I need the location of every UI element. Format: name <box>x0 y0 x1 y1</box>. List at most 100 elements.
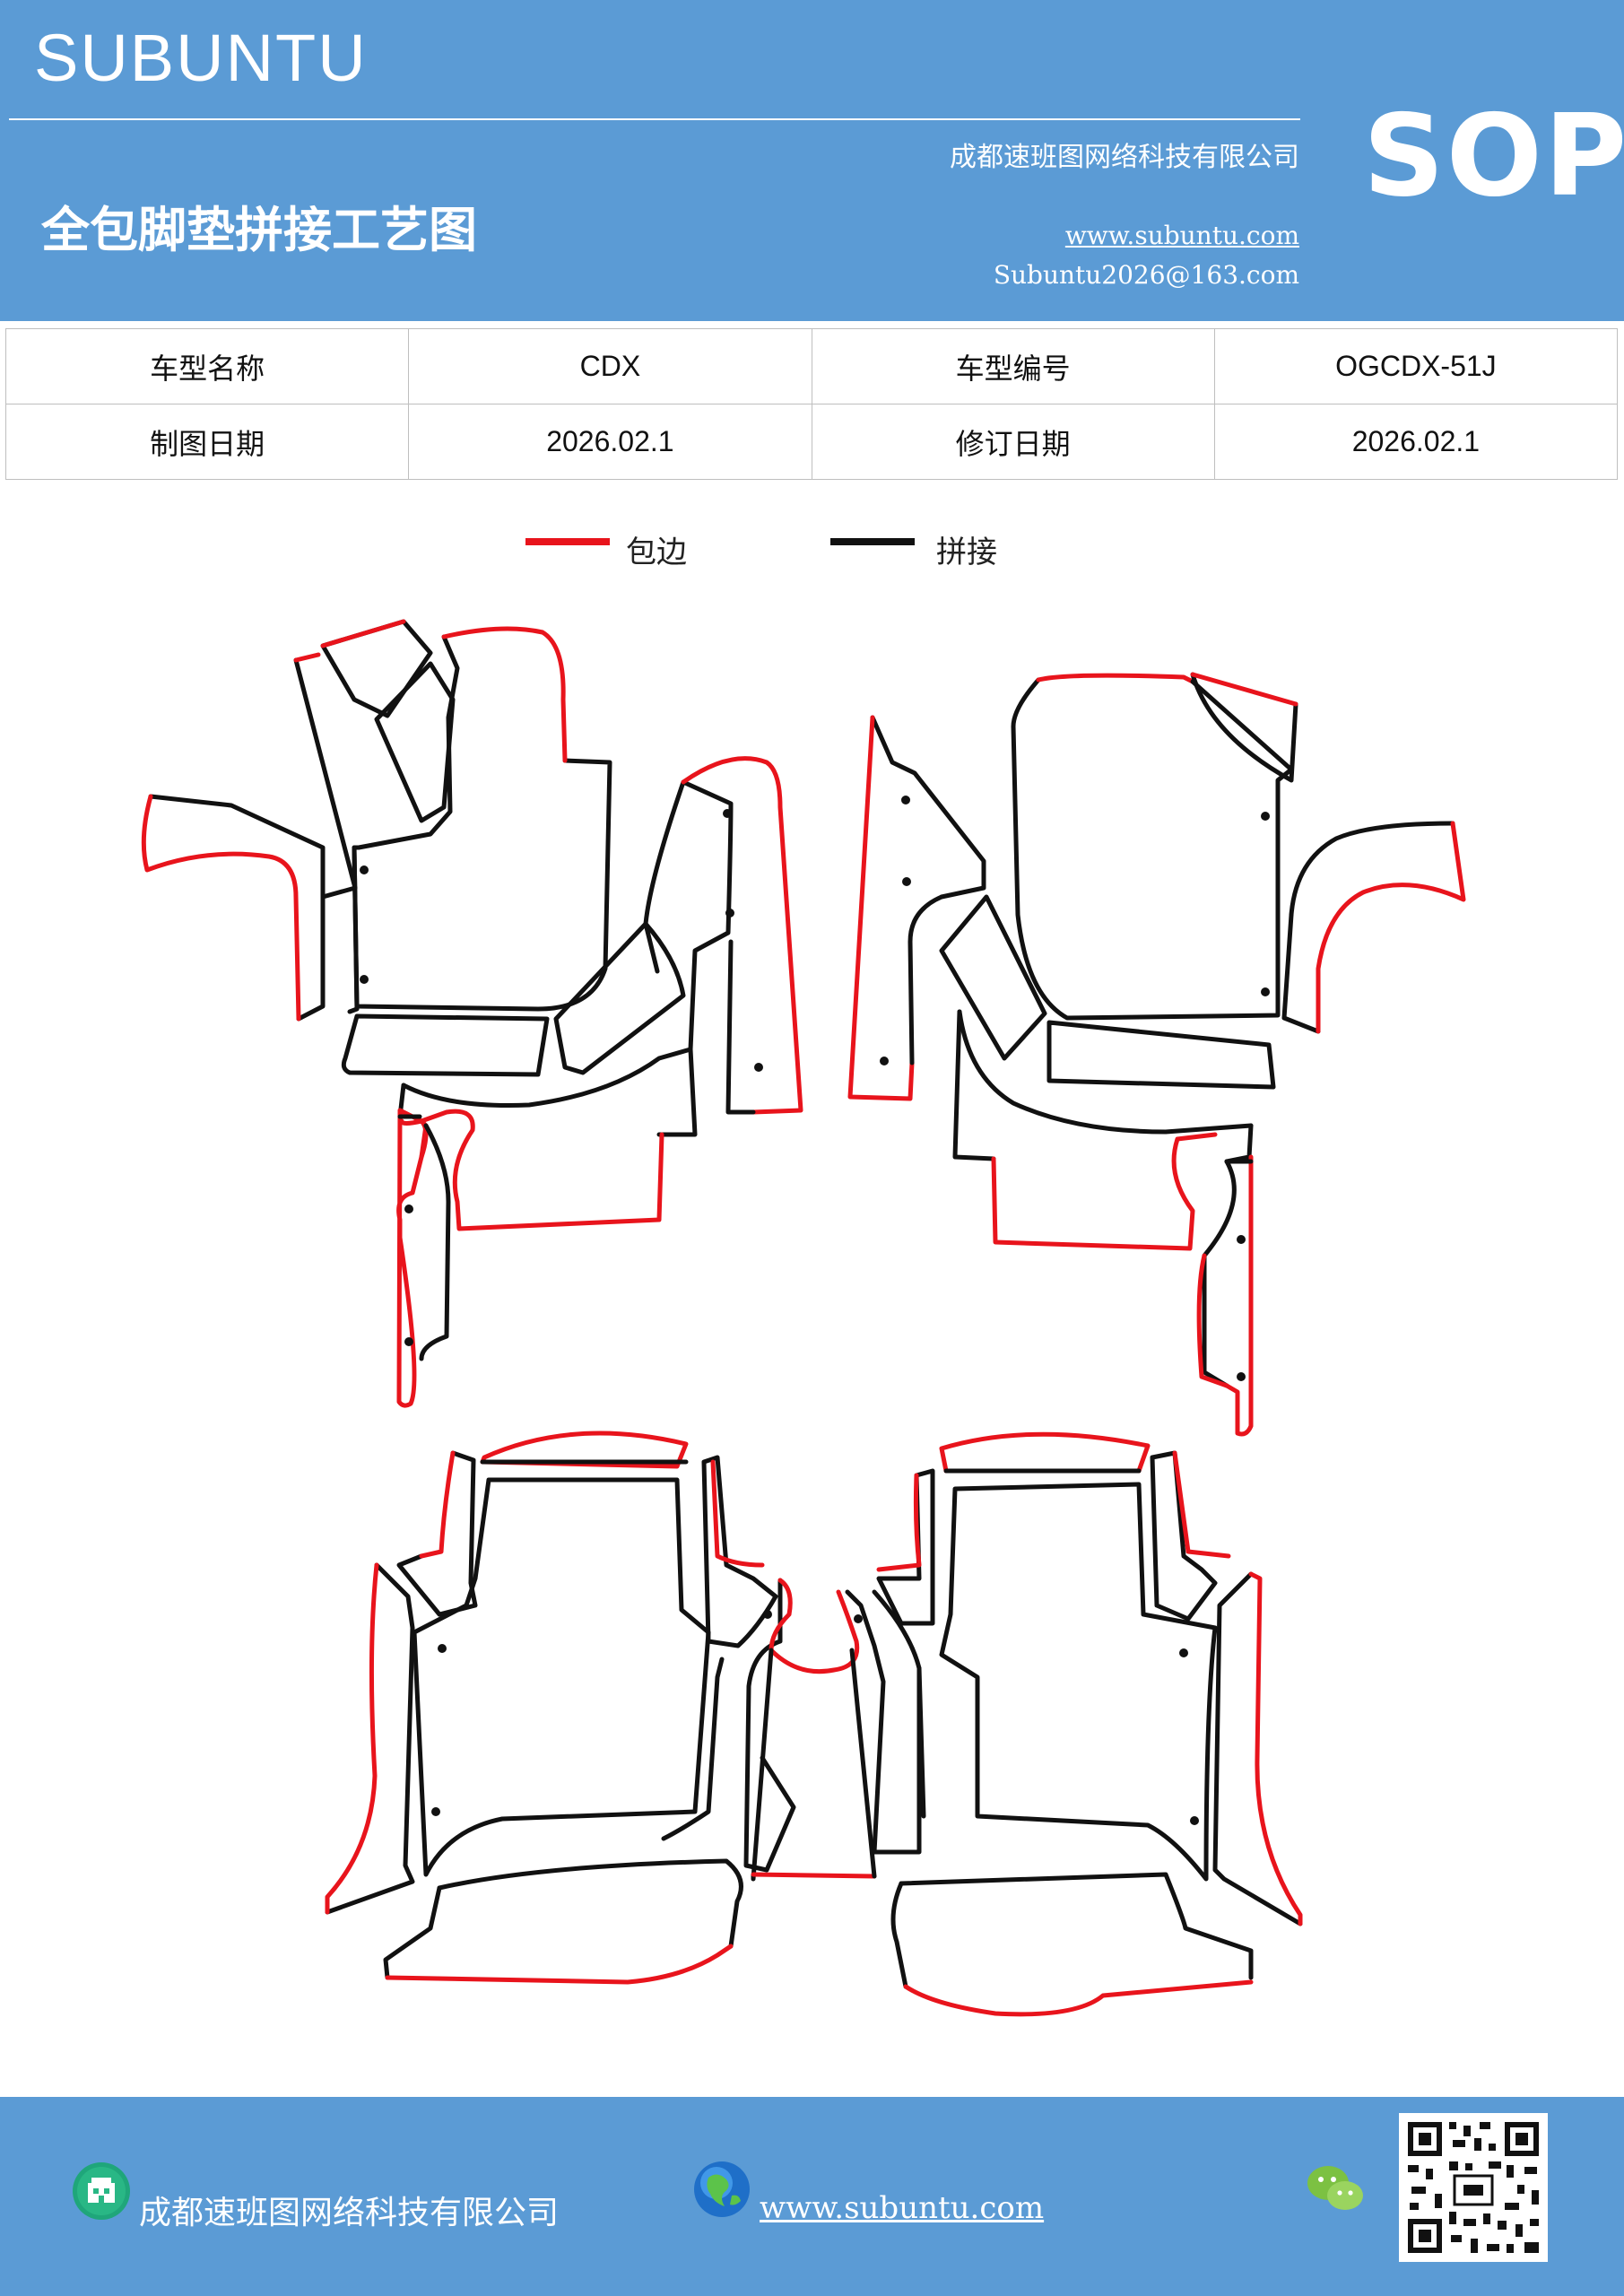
fixing-hole <box>854 1614 863 1623</box>
document-title: 全包脚垫拼接工艺图 <box>41 201 477 258</box>
edging-swatch <box>525 538 610 545</box>
edging-edge <box>1316 821 1466 1034</box>
brand-name: SUBUNTU <box>34 21 368 95</box>
edging-edge <box>939 1431 1151 1474</box>
model-code-label: 车型编号 <box>811 328 1215 404</box>
splice-edge <box>876 1468 935 1626</box>
splice-edge <box>1289 821 1455 918</box>
splice-edge <box>952 1009 996 1161</box>
wechat-icon[interactable] <box>1306 2163 1365 2215</box>
edging-edge <box>1036 673 1195 684</box>
splice-edge <box>899 1872 1254 1980</box>
splice-edge <box>374 661 456 823</box>
fixing-hole <box>1261 987 1270 996</box>
splice-edge <box>643 779 734 1052</box>
splice-edge <box>743 1578 796 1873</box>
splice-edge <box>939 1482 1218 1882</box>
rear-right-mat <box>845 1431 1303 2017</box>
edging-edge <box>847 715 915 1101</box>
fixing-hole <box>438 1644 447 1653</box>
splice-edge <box>890 1881 908 1989</box>
footer-website-link[interactable]: www.subuntu.com <box>760 2190 1045 2226</box>
website-link[interactable]: www.subuntu.com <box>1064 221 1299 250</box>
edging-edge <box>441 626 568 763</box>
company-name: 成都速班图网络科技有限公司 <box>950 142 1299 173</box>
fixing-hole <box>1237 1372 1246 1381</box>
model-name-label: 车型名称 <box>4 328 410 404</box>
splice-edge <box>553 921 686 1075</box>
edging-edge <box>325 1562 379 1915</box>
revise-date-value: 2026.02.1 <box>1213 404 1619 480</box>
splice-edge <box>437 1858 743 1949</box>
edging-edge <box>991 1132 1218 1251</box>
splice-edge <box>1190 672 1298 783</box>
splice-edge <box>419 1123 451 1361</box>
splice-edge <box>1011 677 1294 1021</box>
revise-date-label: 修订日期 <box>811 404 1215 480</box>
fixing-hole <box>880 1057 889 1065</box>
model-name-value: CDX <box>408 328 812 404</box>
edging-edge <box>710 1459 765 1568</box>
fixing-hole <box>763 1610 772 1619</box>
fixing-hole <box>360 975 369 984</box>
table-row: 车型名称 CDX 车型编号 OGCDX-51J <box>4 328 1619 404</box>
table-row: 制图日期 2026.02.1 修订日期 2026.02.1 <box>4 404 1619 480</box>
splice-edge <box>870 715 986 900</box>
edging-edge <box>419 1109 664 1231</box>
splice-edge <box>701 1455 778 1648</box>
edging-edge <box>1248 1571 1303 1926</box>
legend-edging: 包边 <box>525 527 705 570</box>
edging-edge <box>681 756 803 1115</box>
splice-edge <box>1281 912 1321 1034</box>
splice-edge <box>352 758 612 1012</box>
sop-badge: SOP <box>1363 90 1624 222</box>
splice-edge <box>325 1562 415 1915</box>
globe-icon <box>694 2161 750 2217</box>
building-icon <box>73 2162 130 2220</box>
splice-swatch <box>830 538 915 545</box>
splice-edge <box>148 794 326 1022</box>
fixing-hole <box>754 1063 763 1072</box>
rear-left-mat <box>325 1431 796 1985</box>
fixing-hole <box>404 1337 413 1346</box>
qr-code-icon <box>1399 2113 1548 2262</box>
edging-edge <box>399 1118 429 1160</box>
splice-edge <box>1046 1020 1276 1090</box>
edging-edge <box>293 652 321 663</box>
driver-side-strip <box>396 1108 664 1408</box>
model-code-value: OGCDX-51J <box>1213 328 1619 404</box>
email-address: Subuntu2026@163.com <box>993 260 1299 290</box>
edging-edge <box>751 1872 877 1879</box>
splice-edge <box>939 894 1047 1061</box>
edging-edge <box>480 1431 689 1469</box>
draw-date-value: 2026.02.1 <box>408 404 812 480</box>
header-divider <box>9 118 1300 120</box>
edging-edge <box>419 1450 456 1559</box>
edging-edge <box>1224 1154 1254 1437</box>
fixing-hole <box>1179 1648 1188 1657</box>
fixing-hole <box>1190 1816 1199 1825</box>
splice-edge <box>412 1477 711 1877</box>
splice-edge <box>908 894 944 1065</box>
splice-edge <box>341 1013 550 1077</box>
fixing-hole <box>1237 1235 1246 1244</box>
fixing-hole <box>901 796 910 804</box>
legend-splice: 拼接 <box>830 527 1010 570</box>
fixing-hole <box>404 1205 413 1213</box>
fixing-hole <box>725 909 734 918</box>
splice-edge <box>1202 1159 1237 1388</box>
edging-edge <box>1196 1253 1229 1388</box>
edging-edge <box>876 1473 922 1572</box>
floor-mat-diagram <box>141 619 1466 2017</box>
footer-company-name: 成都速班图网络科技有限公司 <box>139 2195 560 2231</box>
edging-edge <box>320 619 406 648</box>
splice-edge <box>293 657 358 900</box>
edging-edge <box>1190 672 1298 707</box>
splice-edge <box>1150 1450 1218 1622</box>
splice-edge <box>383 1885 442 1980</box>
splice-edge <box>396 1450 478 1617</box>
fixing-hole <box>723 809 732 818</box>
edging-edge <box>385 1944 734 1985</box>
splice-edge <box>849 1648 877 1879</box>
splice-edge <box>1190 679 1294 772</box>
